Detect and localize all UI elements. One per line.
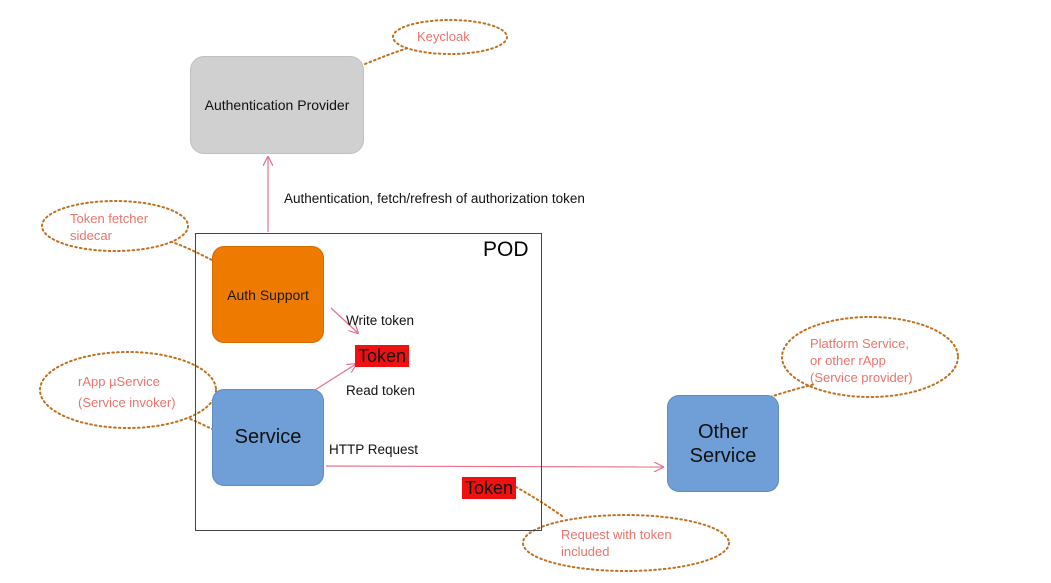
read-token-label: Read token [346,383,416,398]
service-label: Service [234,426,302,448]
callout-rapp-line2: (Service invoker) [78,395,176,410]
token-badge-request: Token [462,477,517,499]
callout-token-fetcher-text: Token fetcher sidecar [70,210,148,244]
callout-platform [769,316,959,398]
authentication-provider-label: Authentication Provider [204,97,350,113]
arrow-write-token [330,307,358,333]
authentication-provider-box: Authentication Provider [190,56,364,154]
callout-token-fetcher-line2: sidecar [70,228,112,243]
callout-request-line2: included [561,544,610,559]
callout-rapp-text: rApp µService (Service invoker) [78,371,176,413]
callout-keycloak [364,19,508,65]
callout-platform-line2: or other rApp [810,353,886,368]
arrow-read-token [314,364,356,391]
other-service-label-line2: Service [689,444,757,467]
callout-request-text: Request with token included [561,526,672,560]
service-box: Service [212,389,324,486]
callout-rapp-line1: rApp µService [78,374,160,389]
other-service-label-line1: Other [697,420,749,443]
callout-request [515,486,730,572]
auth-support-label: Auth Support [227,286,309,303]
token-badge-stored: Token [355,345,410,367]
pod-container [195,233,542,531]
callout-platform-line3: (Service provider) [810,370,913,385]
callout-token-fetcher-line1: Token fetcher [70,211,149,226]
write-token-label: Write token [346,313,415,328]
callout-platform-text: Platform Service, or other rApp (Service… [810,335,913,386]
callout-rapp [39,351,223,435]
other-service-box: Other Service [667,395,779,492]
callout-platform-line1: Platform Service, [810,336,909,351]
http-request-label: HTTP Request [329,442,419,457]
auth-support-box: Auth Support [212,246,324,343]
auth-flow-label: Authentication, fetch/refresh of authori… [284,191,585,206]
callout-keycloak-text: Keycloak [417,29,470,44]
arrow-http-request [325,466,663,467]
callout-request-line1: Request with token [561,527,672,542]
pod-label: POD [483,238,529,261]
